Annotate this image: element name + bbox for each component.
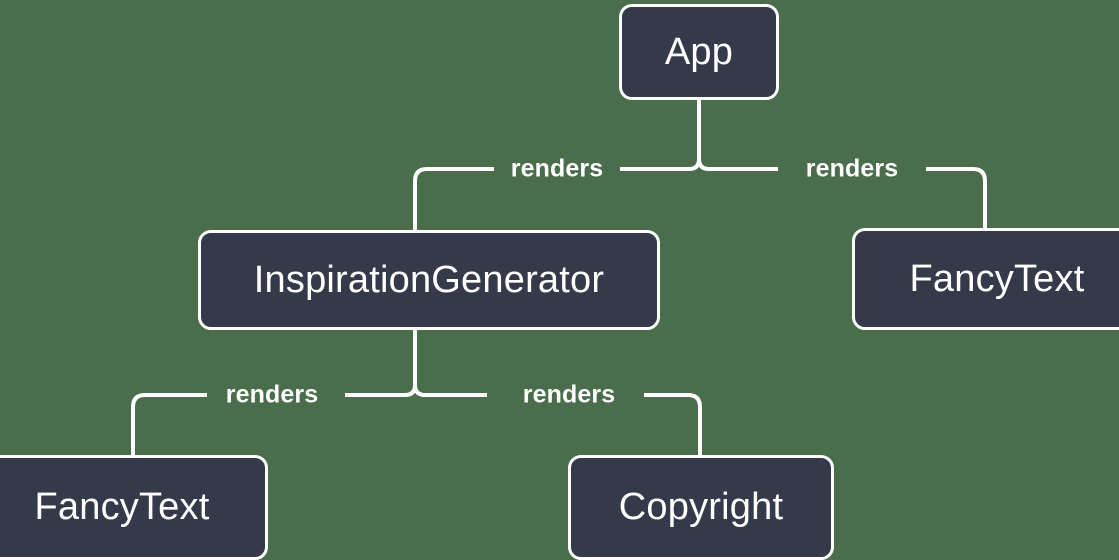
edge-app-stem xyxy=(697,100,730,171)
edge-inspirationgenerator-stem xyxy=(413,330,446,397)
node-fancytext-bottom-label: FancyText xyxy=(34,486,210,528)
edge-app-stem-left-fillet xyxy=(668,158,701,171)
edge-label-app-to-inspirationgenerator: renders xyxy=(510,154,604,183)
edge-label-app-to-fancytext-right: renders xyxy=(805,154,899,183)
node-inspiration-generator[interactable]: InspirationGenerator xyxy=(198,230,660,330)
node-fancytext-right[interactable]: FancyText xyxy=(852,228,1119,330)
node-app[interactable]: App xyxy=(619,4,779,100)
node-copyright[interactable]: Copyright xyxy=(568,455,834,560)
edge-label-inspirationgenerator-to-copyright: renders xyxy=(522,380,616,409)
node-fancytext-bottom[interactable]: FancyText xyxy=(0,455,268,560)
node-copyright-label: Copyright xyxy=(618,486,784,528)
edge-inspirationgenerator-stem-left-fillet xyxy=(384,384,417,397)
node-fancytext-right-label: FancyText xyxy=(909,257,1085,300)
node-inspiration-generator-label: InspirationGenerator xyxy=(253,258,605,301)
node-app-label: App xyxy=(664,30,734,73)
edge-label-inspirationgenerator-to-fancytext-bottom: renders xyxy=(225,380,319,409)
